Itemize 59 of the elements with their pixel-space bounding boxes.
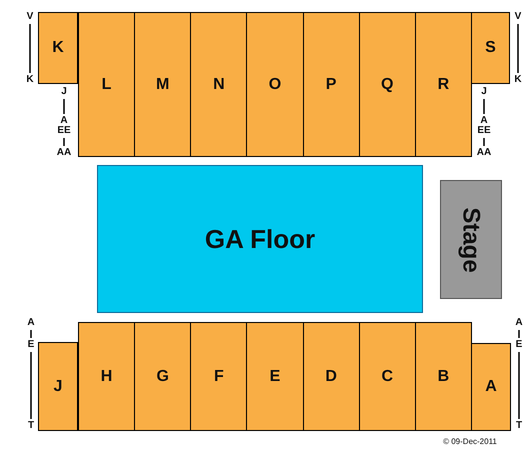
section-label: P [326,76,336,94]
section-label: A [485,378,497,396]
row-label: A [27,318,35,328]
row-label: A [480,116,488,126]
row-label: E [516,340,522,350]
seat-section [358,12,416,157]
section-label: R [438,76,450,94]
section-label: J [54,378,62,396]
section-label: L [102,76,112,94]
seat-section [190,322,248,431]
row-label: A [515,318,523,328]
floor-area [97,165,423,313]
section-label: Stage [457,206,485,272]
row-label: J [481,87,487,97]
section-label: K [52,39,64,57]
section-label: S [485,39,496,57]
seat-section [414,12,472,157]
row-label: EE [57,126,71,136]
seat-section [471,343,511,431]
row-label: T [28,421,34,431]
seat-section [302,12,360,157]
section-label: C [381,368,394,386]
seat-section [302,322,360,431]
section-label: M [156,76,170,94]
row-label: K [514,75,522,85]
section-label: N [213,76,225,94]
seat-section [246,12,304,157]
row-label: AA [476,148,492,158]
seat-section [471,12,510,84]
seat-section [38,12,78,84]
row-label: E [28,340,34,350]
seat-section [358,322,416,431]
section-label: GA Floor [204,224,316,254]
row-label: EE [477,126,491,136]
row-label: AA [56,148,72,158]
row-label: V [26,12,34,22]
seat-section [134,12,192,157]
section-label: Q [381,76,394,94]
section-label: F [214,368,224,386]
section-label: D [325,368,337,386]
seat-section [190,12,248,157]
row-label: A [60,116,68,126]
seat-section [78,12,136,157]
stage-area [440,180,502,299]
seat-section [78,322,136,431]
copyright-note: © 09-Dec-2011 [443,437,497,447]
section-label: O [268,76,282,94]
seat-section [38,342,78,431]
section-label: B [438,368,450,386]
row-label: V [514,12,522,22]
row-label: T [516,421,522,431]
seat-section [246,322,304,431]
section-label: E [270,368,280,386]
seat-section [134,322,192,431]
section-label: H [100,368,112,386]
row-label: J [61,87,67,97]
section-label: G [156,368,169,386]
seat-section [414,322,472,431]
row-label: K [26,75,34,85]
